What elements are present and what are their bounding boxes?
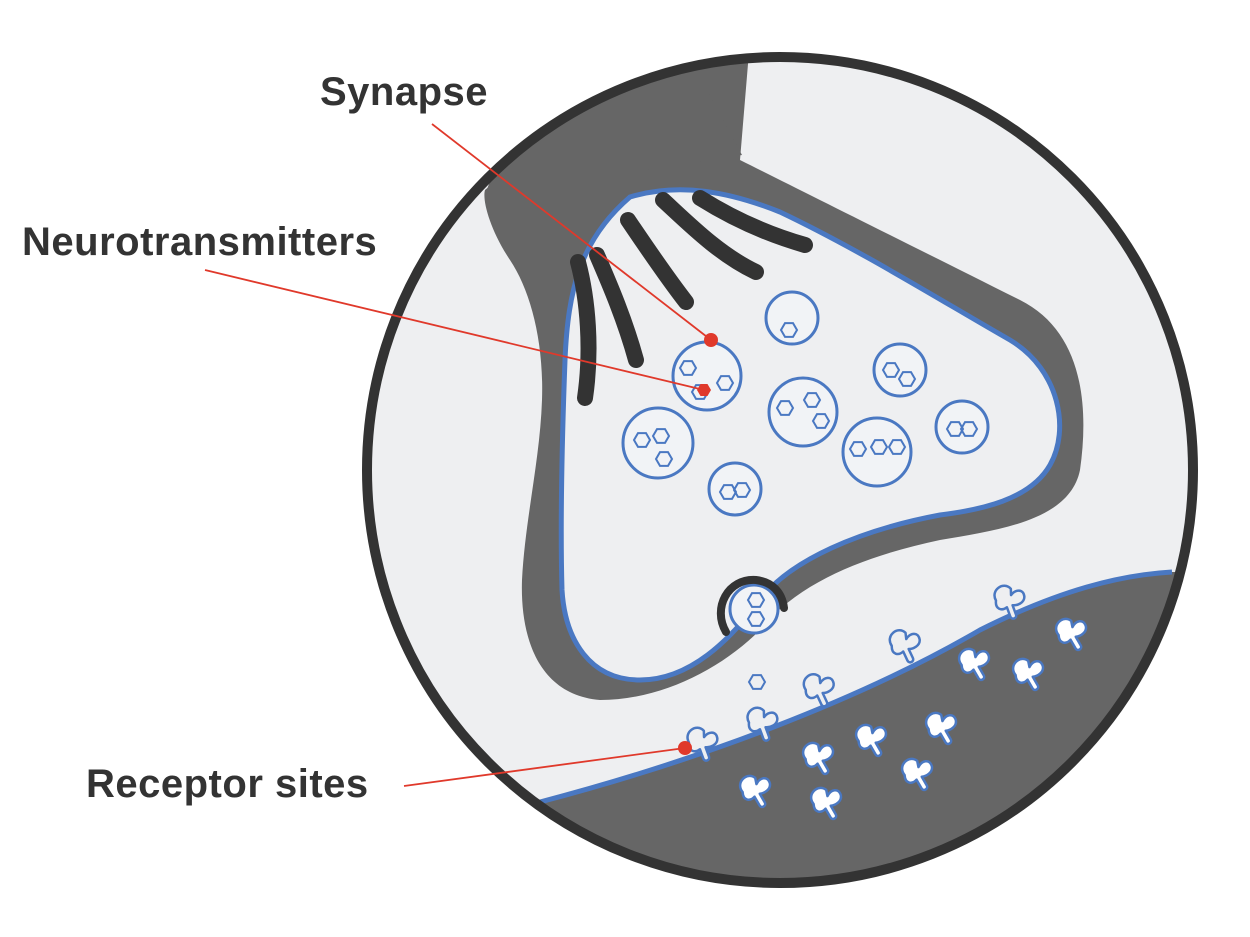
receptor-pointer-dot [678, 741, 692, 755]
vesicle [764, 290, 820, 346]
synaptic-vesicles [621, 290, 990, 690]
vesicle [707, 461, 763, 517]
synapse-pointer-line [431, 123, 712, 341]
fusing-vesicle [717, 575, 788, 636]
label-pointers [204, 123, 712, 787]
receptor-pointer-line [403, 747, 686, 787]
vesicle [841, 416, 913, 488]
label-neurotransmitters: Neurotransmitters [22, 220, 378, 264]
label-synapse: Synapse [320, 70, 489, 114]
vesicle [767, 376, 839, 448]
vesicle [671, 340, 743, 412]
microtubule-filaments [570, 190, 813, 406]
vesicle [872, 342, 928, 398]
view-circle-ring [362, 52, 1198, 888]
neurotransmitters-pointer-line [204, 269, 705, 391]
postsynaptic-membrane [539, 569, 1173, 805]
label-receptor-sites: Receptor sites [86, 762, 369, 806]
neurotransmitters-pointer-dot [697, 384, 711, 396]
vesicle [621, 406, 695, 480]
synapse-pointer-dot [704, 333, 718, 347]
vesicle [934, 399, 990, 455]
